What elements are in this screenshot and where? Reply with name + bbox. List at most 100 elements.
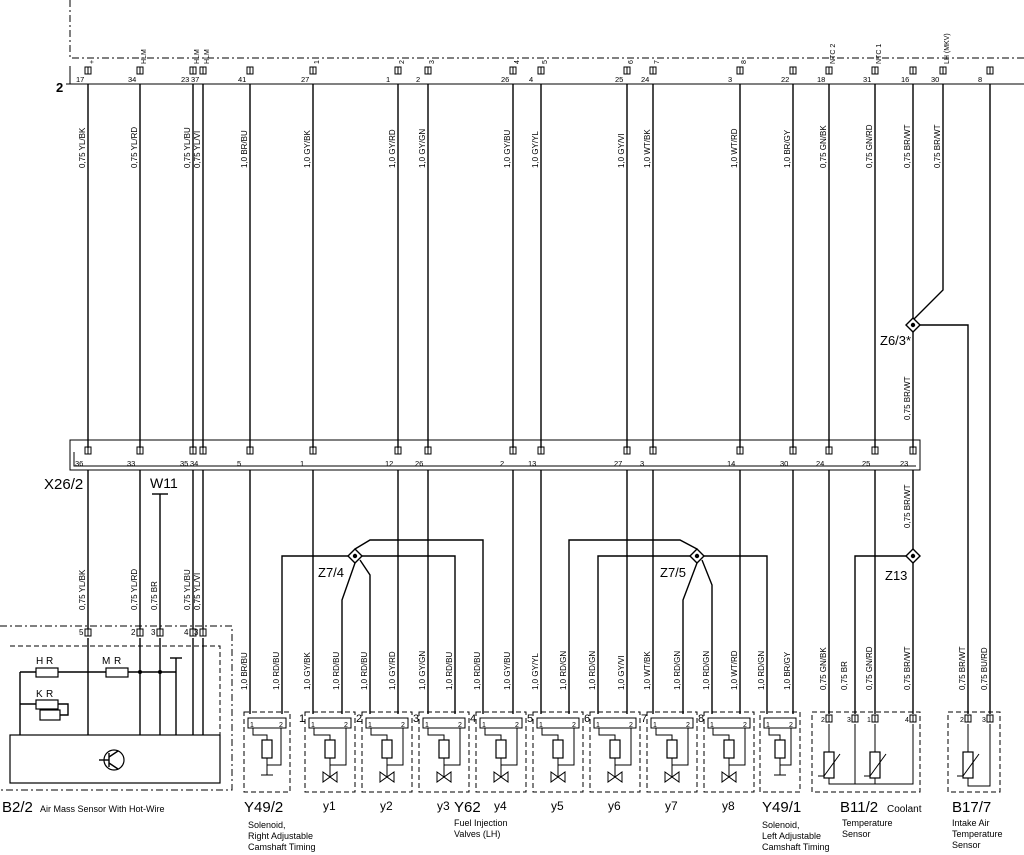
y49-1-outline bbox=[759, 711, 801, 793]
splice-z7-4-label: Z7/4 bbox=[318, 565, 344, 580]
b2-2-outline bbox=[0, 625, 233, 791]
connector-2-pin-function: HLM bbox=[194, 49, 201, 64]
x26-2-pin-number: 35 bbox=[180, 459, 188, 468]
x26-2-pin-number: 24 bbox=[816, 459, 824, 468]
injector-2-valve-icon bbox=[379, 771, 395, 783]
upper-wire-label: 0,75 YL/VI bbox=[193, 131, 202, 168]
injector-3-pin-1: 1 bbox=[425, 722, 429, 729]
connector-2-pin-function: 3 bbox=[429, 60, 436, 64]
y49-2-outline bbox=[243, 711, 291, 793]
bottom-wire-label: 1,0 RD/GN bbox=[559, 651, 568, 690]
connector-2-pin-number: 3 bbox=[728, 75, 732, 84]
lower-wire-label: 0,75 YL/BK bbox=[78, 569, 87, 610]
y49-1-coil-leads bbox=[768, 728, 792, 766]
bottom-wire-label: 1,0 BR/GY bbox=[783, 651, 792, 690]
y49-1-desc-line2: Left Adjustable bbox=[762, 831, 821, 841]
connector-2-pin-function: 5 bbox=[542, 60, 549, 64]
wire-z7-4-y3b bbox=[362, 555, 456, 714]
bottom-wire-label: 1,0 RD/GN bbox=[702, 651, 711, 690]
bottom-wire-label: 0,75 BR bbox=[840, 661, 849, 690]
upper-wire-label: 1,0 WT/BK bbox=[643, 129, 652, 168]
upper-wire-label: 1,0 BR/GY bbox=[783, 129, 792, 168]
x26-2-pin-number: 5 bbox=[237, 459, 241, 468]
injector-number: 7 bbox=[641, 713, 647, 725]
b2-2-pin-number: 4 bbox=[184, 628, 189, 637]
injector-4-coil-leads bbox=[484, 728, 518, 766]
injector-1-outline bbox=[304, 711, 356, 793]
injector-1-coil bbox=[324, 739, 336, 759]
b11-2-pin-number: 2 bbox=[821, 717, 825, 724]
injector-2-pin-2: 2 bbox=[401, 722, 405, 729]
injector-5-coil-leads bbox=[541, 728, 575, 766]
injector-number: 6 bbox=[584, 713, 590, 725]
injector-5-pin-1: 1 bbox=[539, 722, 543, 729]
connector-2-pin-function: 4 bbox=[514, 60, 521, 64]
upper-wire-label: 0,75 BR/WT bbox=[903, 124, 912, 168]
b2-2-electronics-box bbox=[9, 734, 221, 784]
wire-z7-5-y7 bbox=[682, 562, 698, 714]
injector-number: 4 bbox=[470, 713, 476, 725]
connector-2-pin-number: 16 bbox=[901, 75, 909, 84]
injector-number: 5 bbox=[527, 713, 533, 725]
injector-8-pin-1: 1 bbox=[710, 722, 714, 729]
y49-2-desc-line3: Camshaft Timing bbox=[248, 842, 316, 852]
injector-1-pin-2: 2 bbox=[344, 722, 348, 729]
y49-2-label: Y49/2 bbox=[244, 799, 283, 816]
y49-1-desc-line1: Solenoid, bbox=[762, 820, 800, 830]
ntc-thermistor bbox=[39, 709, 61, 721]
connector-2-pin-number: 23 bbox=[181, 75, 189, 84]
injector-number: 8 bbox=[698, 713, 704, 725]
connector-2-pin-number: 37 bbox=[191, 75, 199, 84]
b17-7-internal-wiring bbox=[967, 724, 991, 787]
y49-2-desc-line1: Solenoid, bbox=[248, 820, 286, 830]
b2-2-left-net bbox=[19, 672, 69, 735]
y49-2-desc-line2: Right Adjustable bbox=[248, 831, 313, 841]
bottom-wire-label: 1,0 GY/GN bbox=[418, 651, 427, 690]
bottom-wire-label: 1,0 RD/BU bbox=[445, 652, 454, 690]
splice-z6-3-dot bbox=[910, 322, 916, 328]
b11-2-internal-wiring bbox=[828, 724, 914, 785]
x26-2-pin-number: 27 bbox=[614, 459, 622, 468]
wire-z7-4-y4 bbox=[354, 539, 484, 714]
x26-2-pin-number: 36 bbox=[75, 459, 83, 468]
injector-6-outline bbox=[589, 711, 641, 793]
upper-wire-label: 1,0 GY/YL bbox=[531, 131, 540, 168]
splice-z13-dot bbox=[910, 553, 916, 559]
wire-z7-4-y2 bbox=[359, 559, 371, 714]
injector-label: y2 bbox=[380, 799, 393, 813]
b11-2-ntc1-icon-slash bbox=[864, 753, 887, 777]
x26-2-pin-number: 12 bbox=[385, 459, 393, 468]
injector-4-coil bbox=[495, 739, 507, 759]
injector-7-outline bbox=[646, 711, 698, 793]
measure-resistor bbox=[105, 667, 129, 678]
injector-5-pin-header bbox=[536, 717, 580, 729]
x26-2-inner bbox=[73, 452, 916, 467]
injector-2-coil bbox=[381, 739, 393, 759]
b2-2-pin-number: 5 bbox=[79, 628, 84, 637]
injector-3-pin-header bbox=[422, 717, 466, 729]
injector-5-pin-2: 2 bbox=[572, 722, 576, 729]
b17-7-pin-number: 2 bbox=[960, 717, 964, 724]
injector-2-coil-leads bbox=[370, 728, 404, 766]
bottom-wire-label: 1,0 GY/VI bbox=[617, 655, 626, 690]
y49-1-coil bbox=[774, 739, 786, 759]
injector-number: 1 bbox=[299, 713, 305, 725]
b11-2-pin-number: 3 bbox=[847, 717, 851, 724]
wire-z7-5-y49-1 bbox=[704, 555, 768, 714]
x26-2-label: X26/2 bbox=[44, 476, 83, 493]
wire-to-z6-3 bbox=[912, 84, 944, 321]
connector-2-pin-number: 26 bbox=[501, 75, 509, 84]
connector-2-pin-function: HLM bbox=[204, 49, 211, 64]
x26-2-pin-number: 1 bbox=[300, 459, 304, 468]
connector-2-pin-number: 1 bbox=[386, 75, 390, 84]
bottom-wire-label: 1,0 GY/YL bbox=[531, 653, 540, 690]
b2-2-kr-label: K bbox=[36, 689, 43, 700]
upper-wire-label: 0,75 GN/RD bbox=[865, 124, 874, 168]
bottom-wire-label: 1,0 GY/RD bbox=[388, 651, 397, 690]
lower-wire-label: 0,75 BR bbox=[150, 581, 159, 610]
y49-1-pin-1: 1 bbox=[766, 722, 770, 729]
wire-z6-3-to-b17-7 bbox=[920, 324, 969, 714]
bottom-wire-label: 0,75 BR/WT bbox=[903, 646, 912, 690]
